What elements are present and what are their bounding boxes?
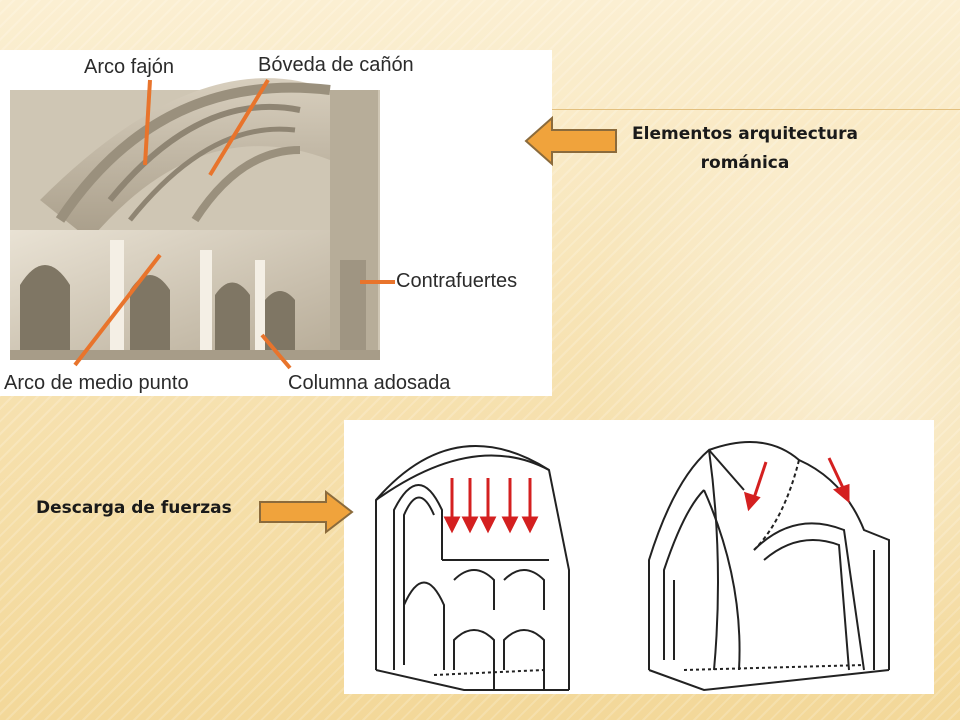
- vault-force-drawings: [375, 441, 890, 692]
- label-arco-fajon: Arco fajón: [84, 56, 175, 78]
- label-pointers: [73, 78, 395, 370]
- arrow-right-icon: [259, 490, 354, 534]
- nave-drawing: [10, 78, 395, 370]
- caption-line-2: románica: [700, 153, 790, 173]
- arrow-left-icon: [524, 116, 617, 166]
- force-distribution-diagrams: [344, 420, 934, 694]
- label-arco-de-medio-punto: Arco de medio punto: [4, 372, 189, 394]
- caption-descarga: Descarga de fuerzas: [36, 498, 232, 518]
- caption-elementos: Elementos arquitectura románica: [610, 120, 880, 178]
- force-arrows: [443, 457, 850, 534]
- romanesque-elements-illustration: Arco fajón Bóveda de cañón Contrafuertes…: [0, 50, 552, 396]
- label-contrafuertes: Contrafuertes: [396, 270, 518, 292]
- caption-line-1: Elementos arquitectura: [632, 124, 858, 144]
- label-boveda-de-canon: Bóveda de cañón: [258, 54, 414, 76]
- label-columna-adosada: Columna adosada: [288, 372, 451, 394]
- header-rule: [550, 109, 960, 110]
